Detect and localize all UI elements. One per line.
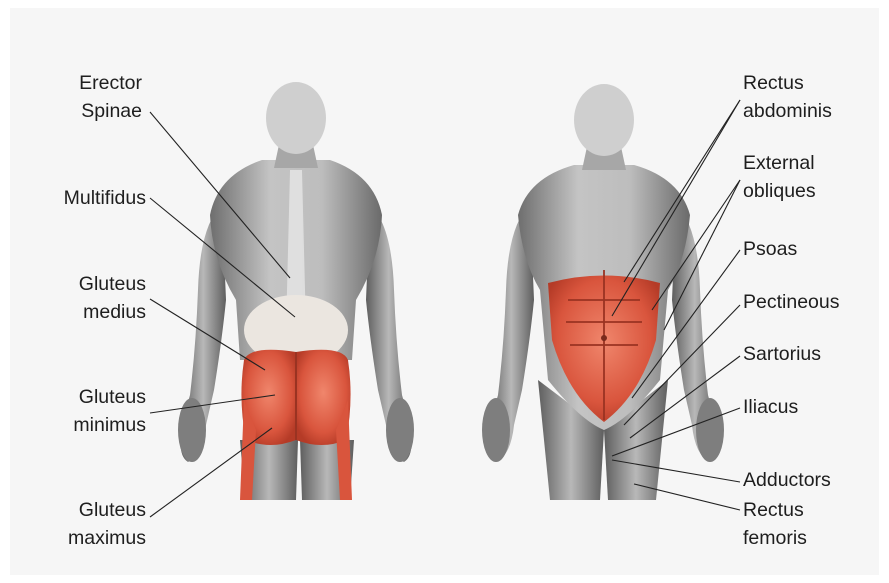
label-multifidus: Multifidus xyxy=(64,184,146,212)
label-gluteus-minimus: Gluteus minimus xyxy=(73,383,146,439)
back-figure xyxy=(178,82,414,500)
label-rectus-femoris: Rectus femoris xyxy=(743,496,807,552)
label-adductors: Adductors xyxy=(743,466,831,494)
label-erector-spinae: Erector Spinae xyxy=(79,69,142,125)
label-rectus-abdominis: Rectus abdominis xyxy=(743,69,832,125)
label-pectineous: Pectineous xyxy=(743,288,839,316)
label-gluteus-maximus: Gluteus maximus xyxy=(68,496,146,552)
label-gluteus-medius: Gluteus medius xyxy=(79,270,146,326)
label-iliacus: Iliacus xyxy=(743,393,798,421)
label-sartorius: Sartorius xyxy=(743,340,821,368)
front-figure xyxy=(482,84,724,500)
label-psoas: Psoas xyxy=(743,235,797,263)
label-external-obliques: External obliques xyxy=(743,149,816,205)
